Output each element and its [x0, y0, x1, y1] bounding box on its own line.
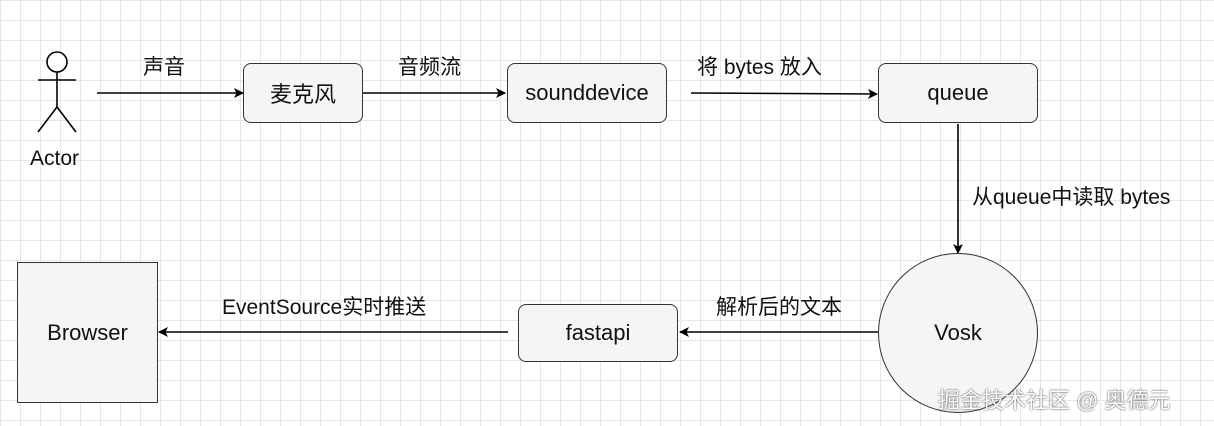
actor-figure	[37, 51, 77, 133]
browser-node[interactable]: Browser	[17, 262, 158, 403]
edge-label-vosk-to-fastapi: 解析后的文本	[716, 296, 842, 319]
microphone-node-label: 麦克风	[269, 82, 336, 107]
sounddevice-node-label: sounddevice	[525, 80, 649, 105]
vosk-node[interactable]: Vosk	[878, 253, 1038, 413]
edge-sounddevice-to-queue	[690, 88, 878, 99]
sounddevice-node[interactable]: sounddevice	[507, 63, 667, 123]
fastapi-node[interactable]: fastapi	[518, 304, 678, 362]
actor-head	[46, 51, 68, 73]
vosk-node-label: Vosk	[934, 320, 982, 345]
watermark-text: 掘金技术社区 @ 奥德元	[938, 388, 1171, 413]
actor-label: Actor	[30, 147, 80, 170]
browser-node-label: Browser	[47, 319, 128, 345]
edge-label-fastapi-to-browser: EventSource实时推送	[222, 296, 427, 319]
actor-left-leg	[37, 106, 58, 133]
microphone-node[interactable]: 麦克风	[243, 63, 363, 123]
actor-right-leg	[56, 106, 77, 133]
queue-node-label: queue	[927, 80, 989, 105]
queue-node[interactable]: queue	[878, 63, 1038, 123]
edge-label-actor-to-microphone: 声音	[143, 56, 185, 79]
fastapi-node-label: fastapi	[565, 320, 631, 345]
edge-label-sounddevice-to-queue: 将 bytes 放入	[697, 56, 822, 79]
edge-label-queue-to-vosk: 从queue中读取 bytes	[972, 186, 1171, 209]
edge-label-microphone-to-sounddevice: 音频流	[398, 56, 461, 79]
